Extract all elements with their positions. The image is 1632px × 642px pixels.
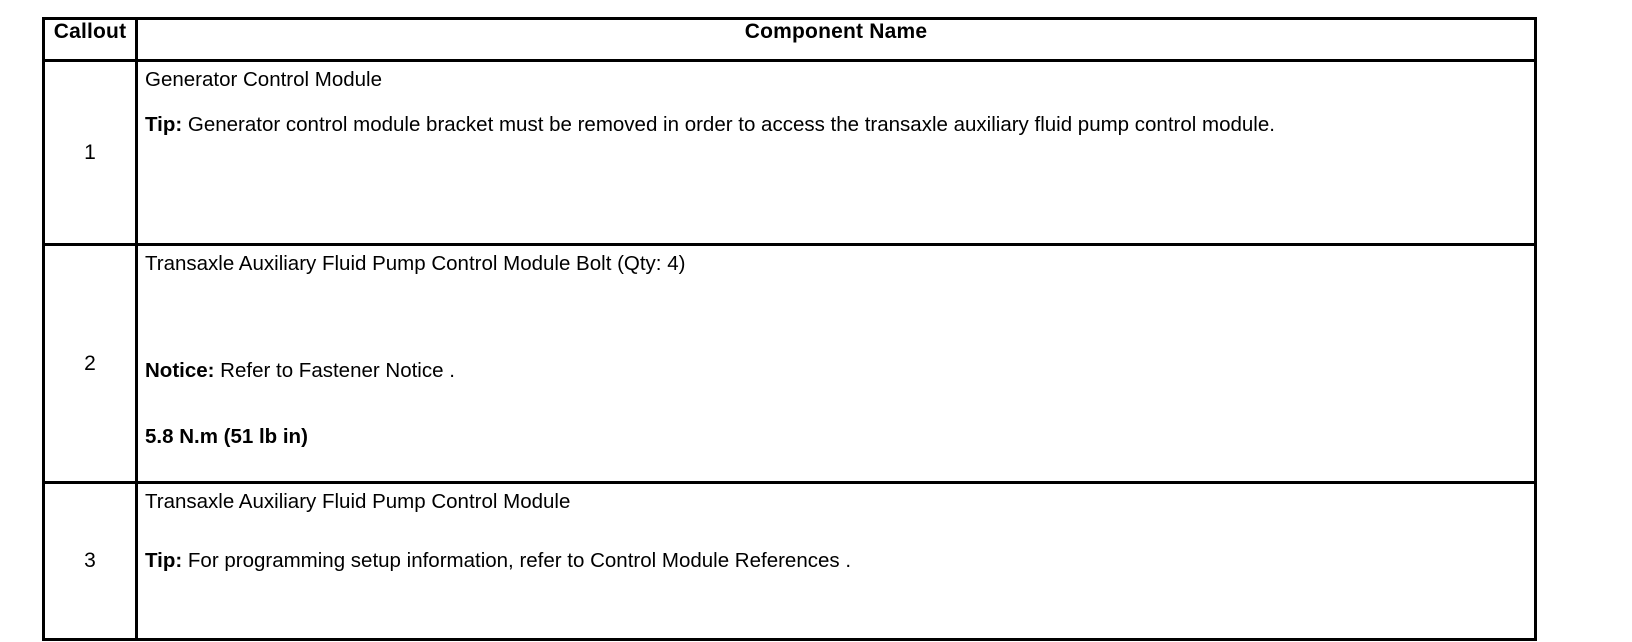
table-header: Callout Component Name: [42, 17, 1537, 62]
tip-text: Generator control module bracket must be…: [182, 112, 1275, 136]
component-name-cell: Transaxle Auxiliary Fluid Pump Control M…: [135, 481, 1537, 641]
component-title: Generator Control Module: [145, 68, 383, 91]
component-title: Transaxle Auxiliary Fluid Pump Control M…: [145, 490, 571, 513]
column-header-component-name: Component Name: [135, 17, 1537, 62]
notice-note: Notice: Refer to Fastener Notice .: [145, 358, 1528, 383]
table-row: 3 Transaxle Auxiliary Fluid Pump Control…: [42, 481, 1537, 641]
callout-number: 1: [42, 59, 138, 246]
notice-label: Notice:: [145, 358, 215, 382]
spacer: [145, 276, 1528, 360]
notice-text: Refer to Fastener Notice .: [214, 358, 455, 382]
tip-note: Tip: For programming setup information, …: [145, 548, 1528, 573]
tip-label: Tip:: [145, 548, 183, 572]
table-row: 1 Generator Control Module Tip: Generato…: [42, 59, 1537, 246]
spacer: [145, 514, 1528, 550]
spacer: [145, 92, 1528, 114]
component-callout-table: Callout Component Name 1 Generator Contr…: [42, 17, 1537, 641]
callout-number: 3: [42, 481, 138, 641]
table-row: 2 Transaxle Auxiliary Fluid Pump Control…: [42, 243, 1537, 484]
tip-text: For programming setup information, refer…: [182, 548, 852, 572]
callout-number: 2: [42, 243, 138, 484]
table-header-row: Callout Component Name: [42, 17, 1537, 62]
table-body: 1 Generator Control Module Tip: Generato…: [42, 59, 1537, 641]
component-title: Transaxle Auxiliary Fluid Pump Control M…: [145, 252, 686, 275]
tip-note: Tip: Generator control module bracket mu…: [145, 112, 1528, 137]
column-header-callout: Callout: [42, 17, 138, 62]
tip-label: Tip:: [145, 112, 183, 136]
torque-specification: 5.8 N.m (51 lb in): [145, 424, 308, 448]
component-name-cell: Transaxle Auxiliary Fluid Pump Control M…: [135, 243, 1537, 484]
spacer: [145, 383, 1528, 426]
component-name-cell: Generator Control Module Tip: Generator …: [135, 59, 1537, 246]
